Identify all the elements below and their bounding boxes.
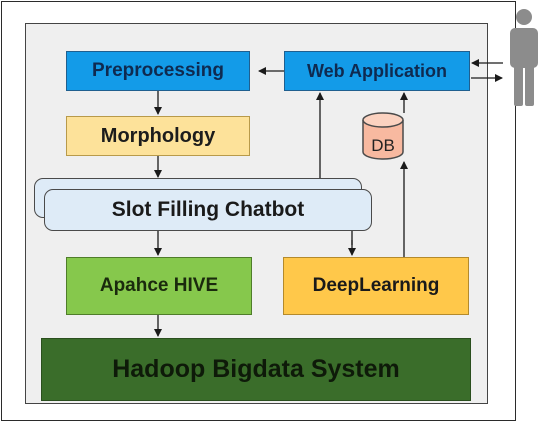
deeplearning-box: DeepLearning [283,257,469,315]
hadoop-label: Hadoop Bigdata System [112,355,400,383]
hive-box: Apahce HIVE [66,257,252,315]
db-cylinder-icon: DB [362,112,404,160]
deeplearning-label: DeepLearning [312,275,440,296]
chatbot-label: Slot Filling Chatbot [111,198,305,221]
preprocessing-box: Preprocessing [66,51,250,91]
web-application-label: Web Application [306,60,447,81]
chatbot-box: Slot Filling Chatbot [44,189,372,231]
db-label: DB [371,136,395,155]
morphology-box: Morphology [66,116,250,156]
preprocessing-label: Preprocessing [92,60,224,81]
web-application-box: Web Application [284,51,470,91]
hive-label: Apahce HIVE [99,275,219,296]
person-icon [510,9,538,106]
morphology-label: Morphology [100,124,216,147]
hadoop-box: Hadoop Bigdata System [41,338,471,401]
